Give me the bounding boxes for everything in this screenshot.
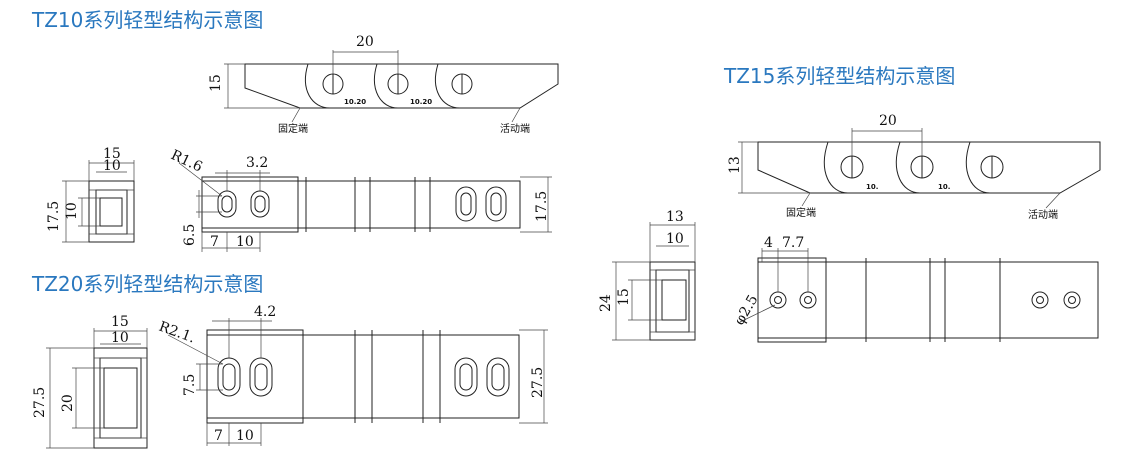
tz20-top-view: R2.1. 4.2 7.5 7 10 27.5: [157, 304, 548, 446]
tz15-dim-b: 7.7: [782, 235, 804, 251]
tz10-side-view: 10.20 10.20 20 15 固定端 活动端: [208, 34, 559, 135]
tz10-top-view: R1.6 3.2 6.5 7 10 17.5: [168, 147, 552, 252]
tz10-end-height-inner: 10: [64, 202, 80, 220]
tz10-hole-height-dim: 6.5: [182, 224, 198, 246]
tz10-end-view: 15 10 17.5 10: [46, 146, 135, 243]
tz15-fixed-end-label: 固定端: [786, 206, 816, 219]
tz15-end-width-inner: 10: [666, 231, 684, 247]
tz10-radius-dim: R1.6: [168, 147, 205, 175]
tz15-height-dim: 13: [727, 156, 743, 174]
tz20-bottom-a-dim: 7: [214, 428, 223, 444]
tz10-bottom-a-dim: 7: [210, 234, 219, 250]
tz15-end-height-outer: 24: [598, 294, 614, 312]
tz10-moving-end-label: 活动端: [500, 122, 530, 135]
tz10-title: TZ10系列轻型结构示意图: [32, 8, 264, 32]
tz10-height-dim: 15: [208, 74, 224, 92]
tz15-link-mark-2: 10.: [938, 183, 950, 191]
tz10-link-mark-1: 10.20: [344, 98, 366, 106]
tz20-radius-dim: R2.1.: [157, 319, 197, 347]
tz20-end-height-inner: 20: [60, 394, 76, 412]
tz20-end-height-outer: 27.5: [32, 387, 48, 418]
tz15-end-view: 13 10 24 15: [598, 209, 696, 341]
tz10-end-width-outer: 15: [103, 146, 121, 162]
tz15-pitch-dim: 20: [879, 113, 897, 129]
tz20-right-height-dim: 27.5: [530, 367, 546, 398]
tz15-title: TZ15系列轻型结构示意图: [724, 64, 956, 88]
tz10-pitch-dim: 20: [356, 34, 374, 50]
tz10-bottom-b-dim: 10: [236, 234, 254, 250]
tz10-hole-spacing-dim: 3.2: [246, 155, 268, 171]
tz20-end-width-inner: 10: [111, 330, 129, 346]
tz15-link-mark-1: 10.: [866, 183, 878, 191]
tz20-title: TZ20系列轻型结构示意图: [32, 272, 264, 296]
tz10-end-height-outer: 17.5: [46, 201, 62, 232]
tz20-bottom-b-dim: 10: [236, 428, 254, 444]
tz15-side-view: 10. 10. 20 13 固定端 活动端: [727, 113, 1101, 221]
tz15-top-view: 4 7.7 φ2.5: [732, 235, 1099, 343]
tz15-diameter-dim: φ2.5: [732, 292, 762, 328]
tz20-hole-height-dim: 7.5: [182, 374, 198, 396]
tz10-end-width-inner: 10: [103, 158, 121, 174]
tz10-fixed-end-label: 固定端: [278, 122, 308, 135]
tz20-hole-spacing-dim: 4.2: [254, 304, 276, 320]
tz20-end-width-outer: 15: [111, 314, 129, 330]
tz20-end-view: 15 10 27.5 20: [32, 314, 148, 449]
tz15-end-height-inner: 15: [616, 288, 632, 306]
tz15-moving-end-label: 活动端: [1028, 208, 1058, 221]
tz10-link-mark-2: 10.20: [410, 98, 432, 106]
tz10-right-height-dim: 17.5: [534, 191, 550, 222]
tz15-dim-a: 4: [764, 235, 773, 251]
tz15-end-width-outer: 13: [666, 209, 684, 225]
